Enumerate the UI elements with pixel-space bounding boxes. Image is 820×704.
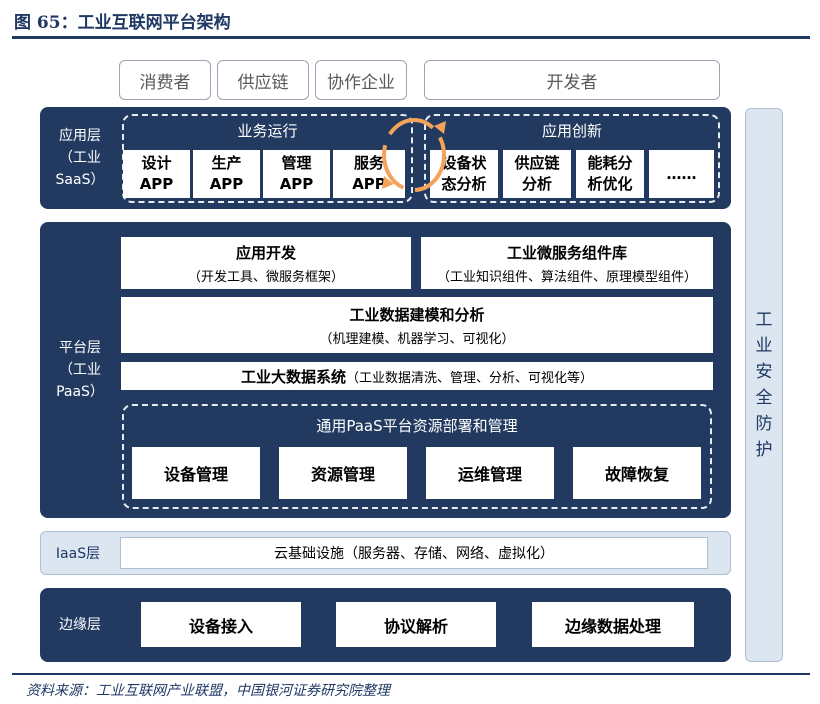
resource-mgmt: 资源管理 [279,447,407,499]
big-data-subtitle: （工业数据清洗、管理、分析、可视化等） [346,370,594,386]
cycle-arrows-icon [382,118,446,192]
platform-layer-label: 平台层 （工业PaaS） [56,340,104,400]
resource-mgmt-group [122,404,712,509]
figure-title: 图 65：工业互联网平台架构 [14,13,231,33]
actor-consumer: 消费者 [119,60,211,100]
big-data-block: 工业大数据系统 （工业数据清洗、管理、分析、可视化等） [121,362,713,390]
app-energy-optimization: 能耗分 析优化 [576,150,644,198]
app-dev-subtitle: （开发工具、微服务框架） [187,269,344,285]
app-innovation-title: 应用创新 [541,121,602,140]
resource-mgmt-title: 通用PaaS平台资源部署和管理 [316,416,518,435]
device-access: 设备接入 [141,602,301,647]
edge-data-processing: 边缘数据处理 [532,602,694,647]
app-supply-chain-analysis: 供应链 分析 [503,150,571,198]
data-modeling-block: 工业数据建模和分析 （机理建模、机器学习、可视化） [121,297,713,353]
data-modeling-subtitle: （机理建模、机器学习、可视化） [319,331,515,347]
top-rule [12,36,810,39]
cloud-infrastructure: 云基础设施（服务器、存储、网络、虚拟化） [120,537,708,569]
app-management: 管理 APP [263,150,330,198]
app-dev-title: 应用开发 [235,243,296,262]
device-mgmt: 设备管理 [132,447,260,499]
source-note: 资料来源：工业互联网产业联盟，中国银河证券研究院整理 [26,683,390,699]
application-layer-label: 应用层 （工业SaaS） [55,128,105,188]
protocol-parsing: 协议解析 [336,602,496,647]
app-more: …… [649,150,714,198]
microservice-lib-title: 工业微服务组件库 [506,243,627,262]
microservice-lib-subtitle: （工业知识组件、算法组件、原理模型组件） [436,269,697,285]
microservice-lib-block: 工业微服务组件库 （工业知识组件、算法组件、原理模型组件） [421,237,713,289]
data-modeling-title: 工业数据建模和分析 [349,305,485,324]
big-data-title: 工业大数据系统 [240,367,346,386]
app-production: 生产 APP [193,150,260,198]
app-design: 设计 APP [123,150,190,198]
business-ops-title: 业务运行 [237,121,298,140]
actor-developer: 开发者 [424,60,720,100]
fault-recovery: 故障恢复 [573,447,701,499]
industrial-security-bar: 工业安全防护 [745,108,783,662]
app-service: 服务 APP [333,150,405,198]
actor-supply-chain: 供应链 [217,60,309,100]
actor-partner: 协作企业 [315,60,407,100]
bottom-rule [12,673,810,675]
iaas-layer-label: IaaS层 [55,546,101,562]
ops-mgmt: 运维管理 [426,447,554,499]
industrial-security-label: 工业安全防护 [755,310,773,460]
edge-layer-label: 边缘层 [59,617,101,633]
app-dev-block: 应用开发 （开发工具、微服务框架） [121,237,411,289]
app-innovation-group [424,114,720,203]
